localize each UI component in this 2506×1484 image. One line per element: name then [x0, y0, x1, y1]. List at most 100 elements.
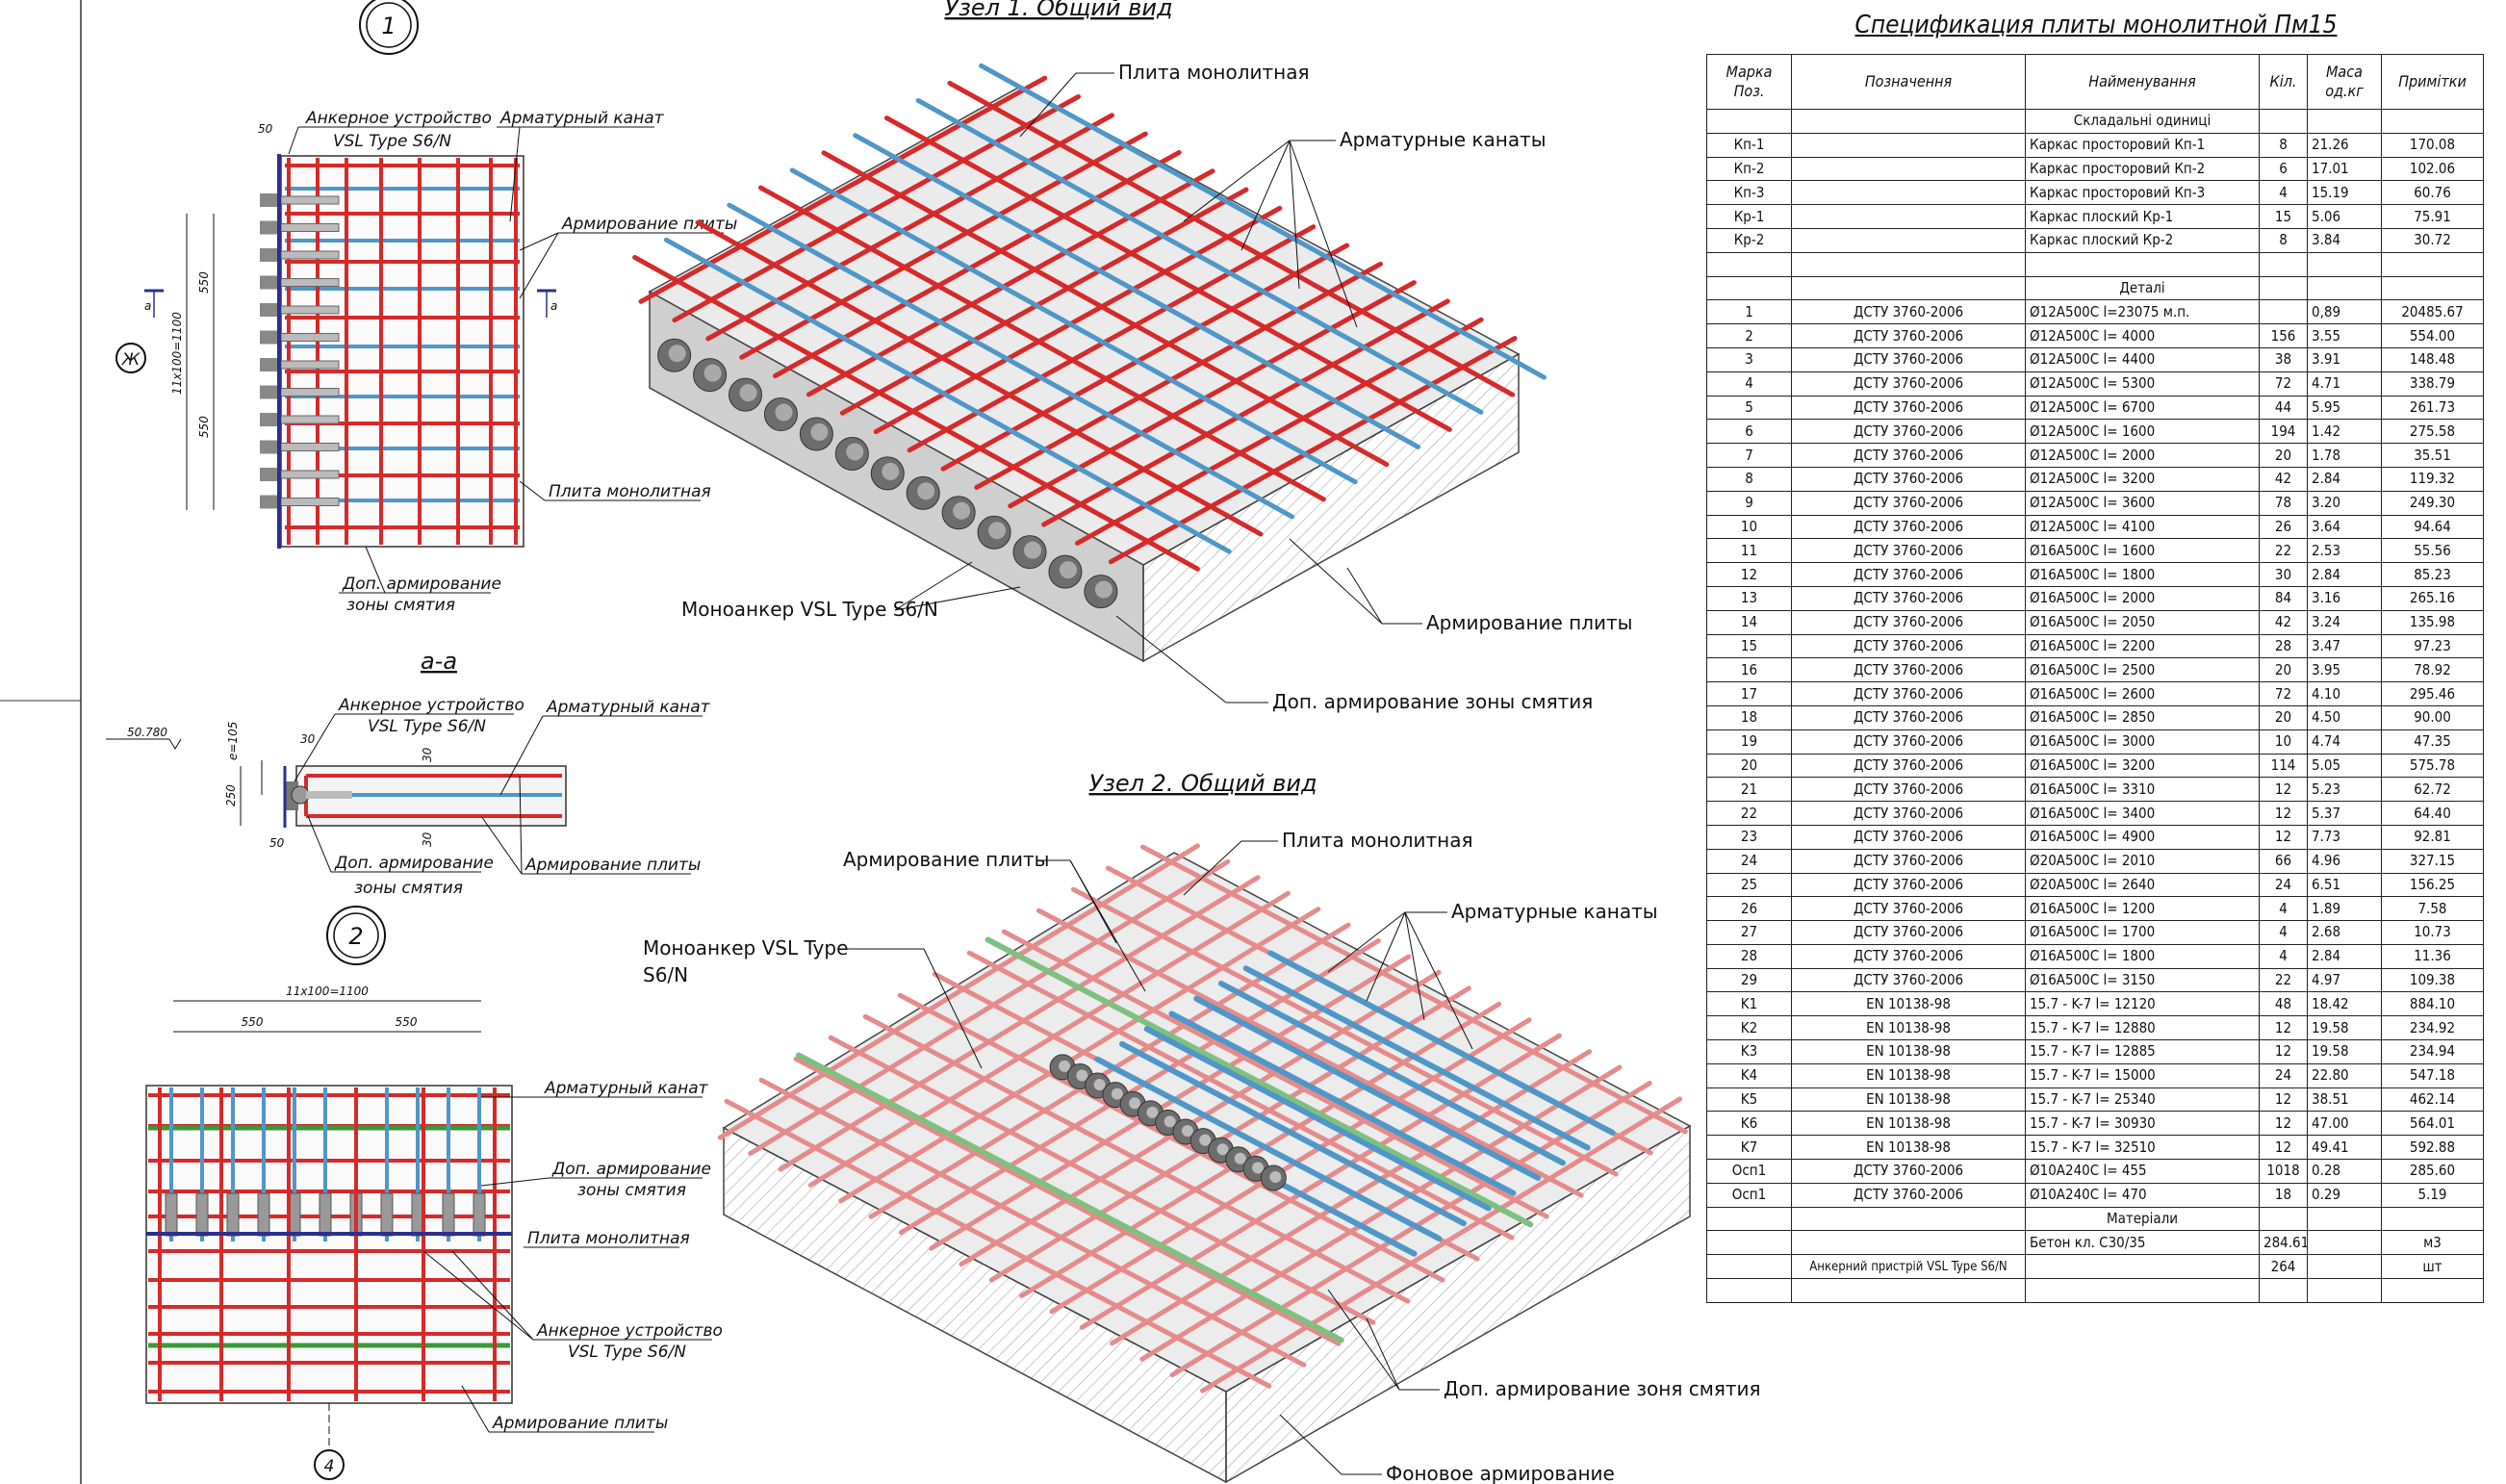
anchor-sleeve — [280, 470, 340, 479]
spec-cell-qty: 12 — [2259, 1015, 2308, 1041]
spec-cell-mark: 11 — [1706, 538, 1792, 564]
spec-cell-qty — [2259, 1278, 2308, 1303]
rebar-bar — [897, 992, 1445, 1283]
spec-cell-name: Ø12А500С l= 1600 — [2025, 419, 2260, 445]
mono-anchor-cap — [739, 384, 757, 402]
mono-anchor-cap — [1164, 1115, 1176, 1128]
spec-cell-name: Ø20А500С l= 2640 — [2025, 872, 2260, 898]
rebar-bar — [1049, 1017, 1532, 1315]
anchor-sleeve — [280, 498, 340, 506]
cable-bar — [1242, 965, 1591, 1151]
spec-cell-note: 30.72 — [2381, 227, 2484, 253]
anchor-body — [319, 1192, 332, 1237]
rebar-bar — [695, 219, 1264, 537]
spec-cell-note: 10.73 — [2381, 920, 2484, 945]
iso1-anchors — [657, 338, 1118, 609]
spec-cell-mark: Кп-2 — [1706, 156, 1792, 182]
spec-col-designation: Позначення — [1791, 54, 2026, 110]
spec-cell-name: Ø12А500С l= 2000 — [2025, 443, 2260, 468]
spec-cell-designation: ДСТУ 3760-2006 — [1791, 346, 2026, 372]
spec-cell-qty: 66 — [2259, 848, 2308, 874]
spec-cell-qty: 20 — [2259, 704, 2308, 730]
spec-cell-mass: 3.24 — [2307, 609, 2382, 635]
plan2-cable-label: Арматурный канат — [544, 1079, 709, 1098]
spec-cell-mass: 2.84 — [2307, 943, 2382, 969]
plan2-extra-label: Доп. армирование — [551, 1160, 711, 1179]
spec-cell-name: Ø10А240С l= 470 — [2025, 1182, 2260, 1208]
spec-cell-note: 64.40 — [2381, 801, 2484, 826]
rebar-bar — [793, 1056, 1342, 1346]
spec-cell-name: Ø16А500С l= 2500 — [2025, 657, 2260, 683]
section-dim-e: e=105 — [226, 722, 240, 760]
cable-bar — [1217, 980, 1566, 1166]
spec-cell-designation: ДСТУ 3760-2006 — [1791, 896, 2026, 922]
plan1-extra-label: Доп. армирование — [342, 575, 501, 594]
spec-cell-mark: 12 — [1706, 562, 1792, 587]
cable-bar — [1143, 1026, 1492, 1212]
spec-cell-qty: 156 — [2259, 323, 2308, 348]
plan2-extra-label-2: зоны смятия — [577, 1181, 686, 1200]
cable-bar — [1193, 995, 1542, 1182]
spec-cell-designation: ДСТУ 3760-2006 — [1791, 323, 2026, 348]
spec-section-row: Деталі — [1706, 275, 2484, 301]
rebar-bar — [1036, 908, 1584, 1198]
node2-number: 2 — [348, 923, 363, 950]
mono-anchor-cap — [1094, 580, 1112, 599]
spec-col-name: Найменування — [2025, 54, 2260, 110]
spec-cell-name: 15.7 - K-7 l= 12885 — [2025, 1039, 2260, 1064]
node2-callout: 2 — [326, 906, 386, 965]
spec-cell-mass — [2307, 1230, 2382, 1256]
spec-cell-name: Ø16А500С l= 2850 — [2025, 704, 2260, 730]
section-slab-reinf-label: Армирование плиты — [524, 856, 701, 875]
spec-cell-note: 119.32 — [2381, 466, 2484, 492]
spec-cell-name: Ø16А500С l= 1800 — [2025, 562, 2260, 587]
spec-cell-name: Ø16А500С l= 3400 — [2025, 801, 2260, 826]
spec-col-qty: Кіл. — [2259, 54, 2308, 110]
spec-cell-qty — [2259, 251, 2308, 277]
spec-cell-mark: K1 — [1706, 991, 1792, 1017]
spec-cell-mass: 21.26 — [2307, 132, 2382, 158]
spec-cell-mass: 4.97 — [2307, 967, 2382, 993]
spec-cell-note: 60.76 — [2381, 180, 2484, 206]
iso2-anchors — [1049, 1054, 1287, 1191]
spec-cell-mark: 2 — [1706, 323, 1792, 348]
anchor-sleeve — [280, 388, 340, 397]
spec-cell-name: Ø12А500С l= 4400 — [2025, 346, 2260, 372]
spec-cell-note: 97.23 — [2381, 633, 2484, 659]
spec-cell-name: 15.7 - K-7 l= 12120 — [2025, 991, 2260, 1017]
spec-cell-designation: ДСТУ 3760-2006 — [1791, 299, 2026, 325]
spec-cell-designation: ДСТУ 3760-2006 — [1791, 562, 2026, 587]
plan1-dim-550a: 550 — [197, 271, 211, 294]
rebar-bar — [778, 875, 1261, 1172]
spec-cell-note: 265.16 — [2381, 585, 2484, 611]
mono-anchor-cap — [1269, 1170, 1282, 1183]
spec-cell-note: 554.00 — [2381, 323, 2484, 348]
spec-cell-mark: K2 — [1706, 1015, 1792, 1041]
iso-view-2: Армирование плиты Плита монолитная Армат… — [643, 829, 1761, 1484]
section-dim-30c: 30 — [421, 832, 434, 847]
spec-cell-note: 295.46 — [2381, 681, 2484, 706]
spec-cell-mass: 5.95 — [2307, 395, 2382, 421]
mono-anchor-cap — [1111, 1087, 1123, 1100]
spec-cell-note: 547.18 — [2381, 1062, 2484, 1088]
spec-cell-mass: 3.55 — [2307, 323, 2382, 348]
iso2-side-face — [1225, 1124, 1691, 1484]
cable-bar — [663, 237, 1232, 554]
spec-cell-name: Ø16А500С l= 3200 — [2025, 753, 2260, 779]
spec-cell-designation: Анкерний пристрій VSL Type S6/N — [1791, 1254, 2026, 1280]
axis-zh-label: Ж — [121, 350, 141, 370]
anchor-body — [380, 1192, 394, 1237]
spec-section-name: Складальні одиниці — [2025, 109, 2260, 134]
spec-cell-mass: 15.19 — [2307, 180, 2382, 206]
iso1-side-face — [1142, 352, 1520, 663]
node1-callout: 1 — [359, 0, 419, 55]
spec-row — [1706, 251, 2484, 277]
spec-cell-mark: Кр-1 — [1706, 204, 1792, 229]
